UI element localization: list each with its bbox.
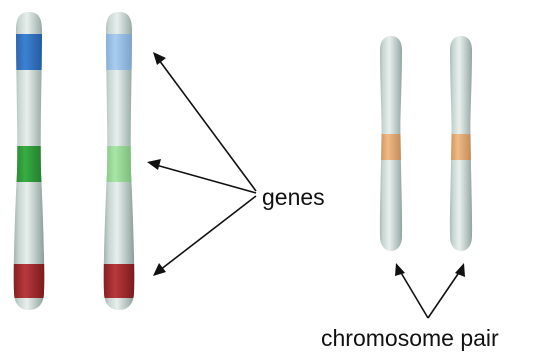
- arrow-icon: [147, 159, 256, 193]
- genes-arrows: [147, 52, 256, 276]
- gene-band-light-green: [99, 146, 139, 182]
- chromosome-middle: [99, 12, 139, 312]
- gene-band-red: [9, 264, 49, 298]
- gene-band-red-2: [99, 264, 139, 298]
- gene-band-orange: [375, 134, 407, 160]
- arrow-icon: [153, 52, 256, 191]
- chromosome-pair-right: [445, 36, 477, 256]
- gene-band-green: [9, 146, 49, 182]
- chromosome-pair-label: chromosome pair: [321, 325, 499, 351]
- gene-band-blue: [9, 34, 49, 70]
- genes-label: genes: [262, 184, 325, 210]
- chromosome-pair-left: [375, 36, 407, 256]
- gene-band-light-blue: [99, 34, 139, 70]
- gene-band-orange-2: [445, 134, 477, 160]
- arrow-icon: [428, 263, 465, 318]
- arrow-icon: [153, 196, 256, 276]
- chromosome-pair-arrows: [395, 263, 465, 318]
- arrow-icon: [395, 263, 428, 318]
- chromosome-left: [9, 12, 49, 312]
